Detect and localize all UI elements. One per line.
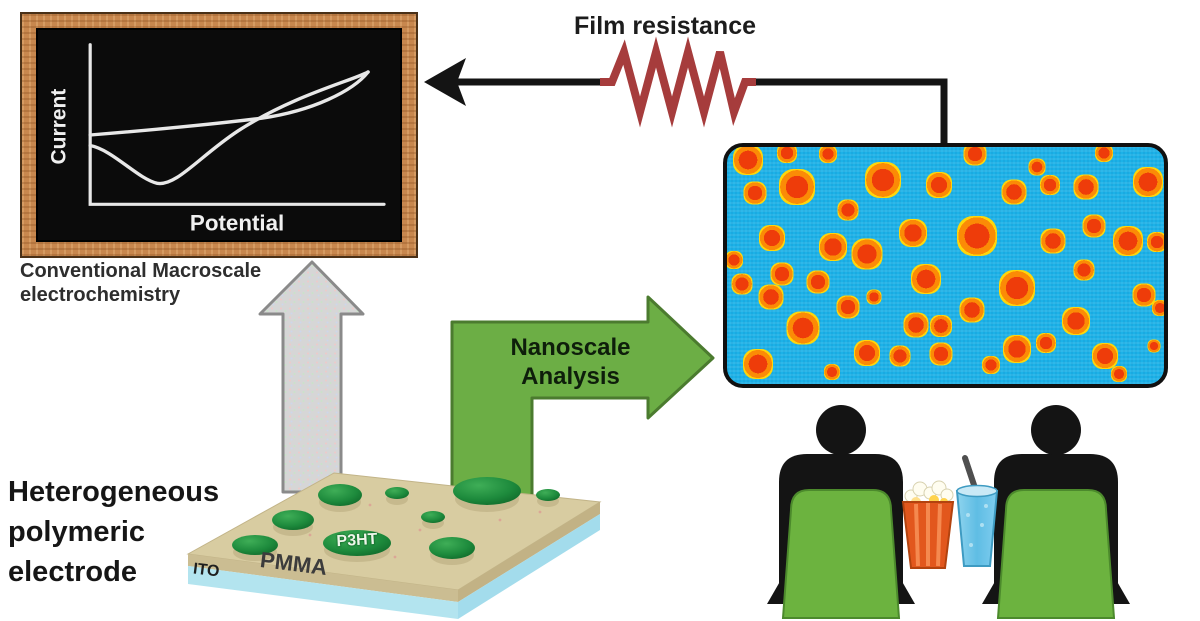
- p3ht-labeled-domain: [323, 530, 391, 556]
- heatmap-blob: [1039, 174, 1060, 195]
- head-icon: [1031, 405, 1081, 455]
- heatmap-blob: [956, 215, 997, 256]
- nanoscale-label-line1: Nanoscale: [510, 334, 631, 361]
- heatmap-blob: [982, 356, 1001, 375]
- heatmap-blob: [823, 364, 840, 381]
- heatmap-blob: [963, 147, 987, 166]
- nanoscale-conductivity-map: [723, 143, 1168, 388]
- surface-speckles: [308, 503, 542, 559]
- heatmap-blob: [727, 250, 743, 269]
- heatmap-blob: [836, 295, 860, 319]
- person-silhouette-right: [982, 405, 1130, 619]
- electrode-title: Heterogeneous polymeric electrode: [8, 472, 219, 592]
- resistor-icon: [600, 36, 756, 128]
- substrate-illustration: [186, 472, 602, 619]
- heatmap-blob: [733, 147, 764, 176]
- circuit-wire: [455, 78, 948, 148]
- heatmap-blob: [925, 171, 952, 198]
- heatmap-blob: [731, 273, 753, 294]
- heatmap-blob: [889, 345, 911, 367]
- heatmap-blob: [1003, 335, 1032, 364]
- heatmap-blob: [866, 289, 882, 305]
- chalkboard-surface: Current Potential: [36, 28, 402, 242]
- chalkboard: Current Potential: [20, 12, 418, 258]
- heatmap-blob: [1073, 259, 1095, 281]
- heatmap-blob: [1082, 214, 1106, 238]
- heatmap-blob: [865, 161, 902, 198]
- heatmap-blob: [759, 224, 786, 251]
- heatmap-blob: [758, 284, 784, 310]
- plot-axes: [88, 43, 386, 206]
- heatmap-blob: [999, 270, 1036, 307]
- heatmap-blob: [1132, 166, 1163, 197]
- heatmap-blob: [1094, 147, 1113, 162]
- macroscale-caption-line1: Conventional Macroscale: [20, 260, 262, 282]
- heatmap-blob: [1001, 179, 1027, 205]
- ito-front-face: [188, 566, 458, 619]
- heatmap-blob: [851, 238, 883, 270]
- heatmap-blob: [898, 218, 927, 247]
- cv-plot: Current Potential: [48, 43, 386, 236]
- ito-right-face: [458, 514, 600, 619]
- heatmap-blob: [1113, 225, 1144, 256]
- electrode-title-line3: electrode: [8, 556, 137, 589]
- wire-arrowhead-icon: [424, 58, 466, 106]
- heatmap-blob: [929, 342, 953, 366]
- p3ht-domes: [232, 477, 560, 559]
- film-resistance-label: Film resistance: [573, 12, 757, 40]
- y-axis-label: Current: [48, 89, 71, 165]
- electrode-title-line1: Heterogeneous: [8, 476, 220, 508]
- heatmap-blob: [1040, 228, 1066, 254]
- drink-icon: [955, 455, 999, 567]
- cv-reverse-sweep: [88, 70, 370, 137]
- macroscale-caption: Conventional Macroscale electrochemistry: [20, 260, 261, 307]
- seat-back: [996, 489, 1116, 619]
- heatmap-blob: [770, 262, 794, 286]
- nanoscale-arrow-shape: [450, 295, 715, 502]
- p3ht-domain-label: P3HT: [336, 530, 378, 551]
- popcorn-icon: [901, 480, 955, 569]
- circuit: [424, 36, 948, 148]
- heatmap-blob: [854, 339, 881, 366]
- pmma-front-face: [188, 554, 458, 602]
- audience-illustration: [767, 405, 1130, 619]
- heatmap-blob: [1073, 174, 1099, 200]
- heatmap-blob: [786, 311, 820, 345]
- heatmap-blob: [959, 297, 985, 323]
- macroscale-caption-line2: electrochemistry: [20, 283, 181, 306]
- nanoscale-analysis-label: Nanoscale Analysis: [478, 334, 663, 392]
- electrode-title-line2: polymeric: [8, 516, 145, 549]
- heatmap-blob: [1132, 283, 1156, 307]
- head-icon: [816, 405, 866, 455]
- heatmap-blob: [910, 263, 941, 294]
- cv-forward-sweep: [88, 70, 370, 186]
- heatmap-blob: [929, 315, 952, 338]
- heatmap-blob: [1110, 366, 1127, 383]
- nanoscale-label-line2: Analysis: [521, 362, 620, 390]
- ito-layer-label: ITO: [192, 560, 221, 581]
- macroscale-up-arrow: [258, 260, 365, 494]
- heatmap-blob: [818, 147, 837, 164]
- heatmap-blob: [837, 199, 859, 221]
- heatmap-blob: [1092, 343, 1119, 370]
- x-axis-label: Potential: [190, 211, 284, 236]
- heatmap-blob: [743, 349, 774, 380]
- heatmap-blob: [1147, 231, 1164, 252]
- pmma-right-face: [458, 502, 600, 602]
- seat-back: [781, 489, 901, 619]
- person-silhouette-left: [767, 405, 915, 619]
- heatmap-blob: [806, 270, 830, 294]
- heatmap-blob: [1062, 307, 1091, 336]
- heatmap-blob: [1147, 339, 1161, 353]
- heatmap-blob: [1028, 158, 1046, 176]
- heatmap-blob: [1036, 332, 1057, 353]
- heatmap-blob: [743, 181, 767, 205]
- heatmap-blob: [777, 147, 798, 163]
- heatmap-blob: [1151, 300, 1164, 317]
- heatmap-blob: [819, 233, 848, 262]
- heatmap-blob: [903, 312, 929, 338]
- heatmap-blob: [778, 168, 815, 205]
